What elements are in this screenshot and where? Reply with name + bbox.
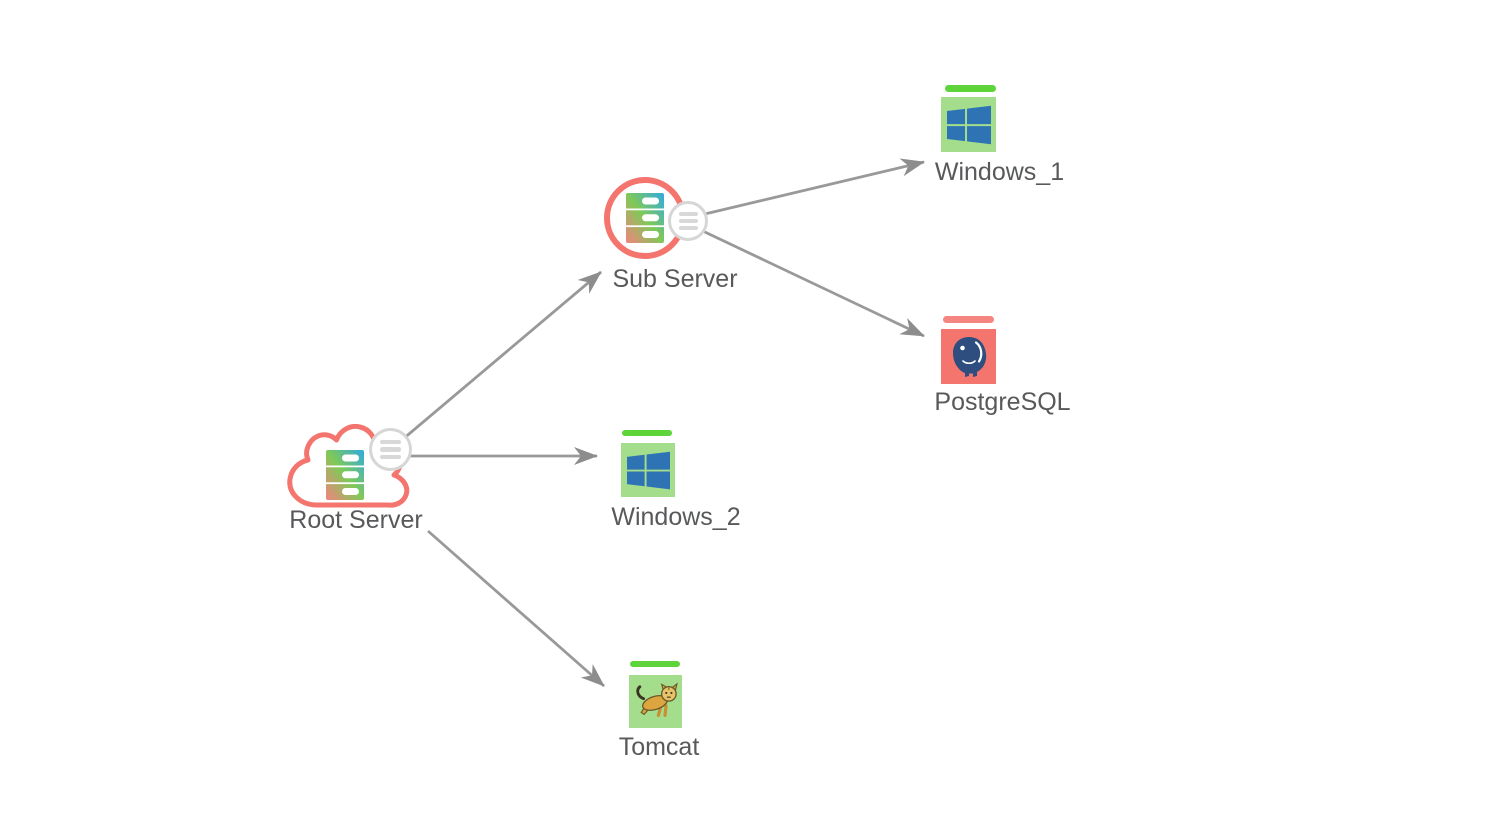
status-bar <box>943 316 994 323</box>
edge-root-server-to-sub-server <box>389 270 602 452</box>
node-label: Sub Server <box>612 265 738 293</box>
device-icon-tile <box>941 97 996 152</box>
device-icon-tile <box>621 443 675 497</box>
node-label: Windows_2 <box>611 503 741 531</box>
node-menu-button[interactable] <box>369 428 412 471</box>
status-bar <box>945 85 996 92</box>
server-icon <box>626 193 664 243</box>
node-label: Windows_1 <box>934 158 1065 186</box>
windows-icon <box>946 105 991 144</box>
postgresql-icon <box>952 336 986 377</box>
status-bar <box>630 661 680 667</box>
device-icon-tile <box>941 329 996 384</box>
hamburger-icon <box>678 212 698 216</box>
node-windows-1[interactable]: Windows_1 <box>929 85 1070 186</box>
device-icon-tile <box>629 675 682 728</box>
node-label: Tomcat <box>618 733 700 761</box>
windows-icon <box>626 451 670 489</box>
node-label: PostgreSQL <box>934 388 1071 416</box>
status-bar <box>622 430 672 436</box>
node-tomcat[interactable]: Tomcat <box>613 661 705 761</box>
edge-sub-server-to-windows-1 <box>687 158 925 220</box>
edge-root-server-to-tomcat <box>427 529 605 688</box>
hamburger-icon <box>380 439 401 445</box>
node-sub-server[interactable]: Sub Server <box>604 177 746 295</box>
edge-sub-server-to-postgresql <box>687 222 925 338</box>
node-postgresql[interactable]: PostgreSQL <box>928 316 1077 416</box>
node-root-server[interactable]: Root Server <box>283 424 429 540</box>
server-icon <box>326 450 364 500</box>
node-label: Root Server <box>289 506 423 534</box>
tomcat-icon <box>635 681 678 717</box>
node-windows-2[interactable]: Windows_2 <box>605 430 747 531</box>
node-menu-button[interactable] <box>668 201 708 241</box>
